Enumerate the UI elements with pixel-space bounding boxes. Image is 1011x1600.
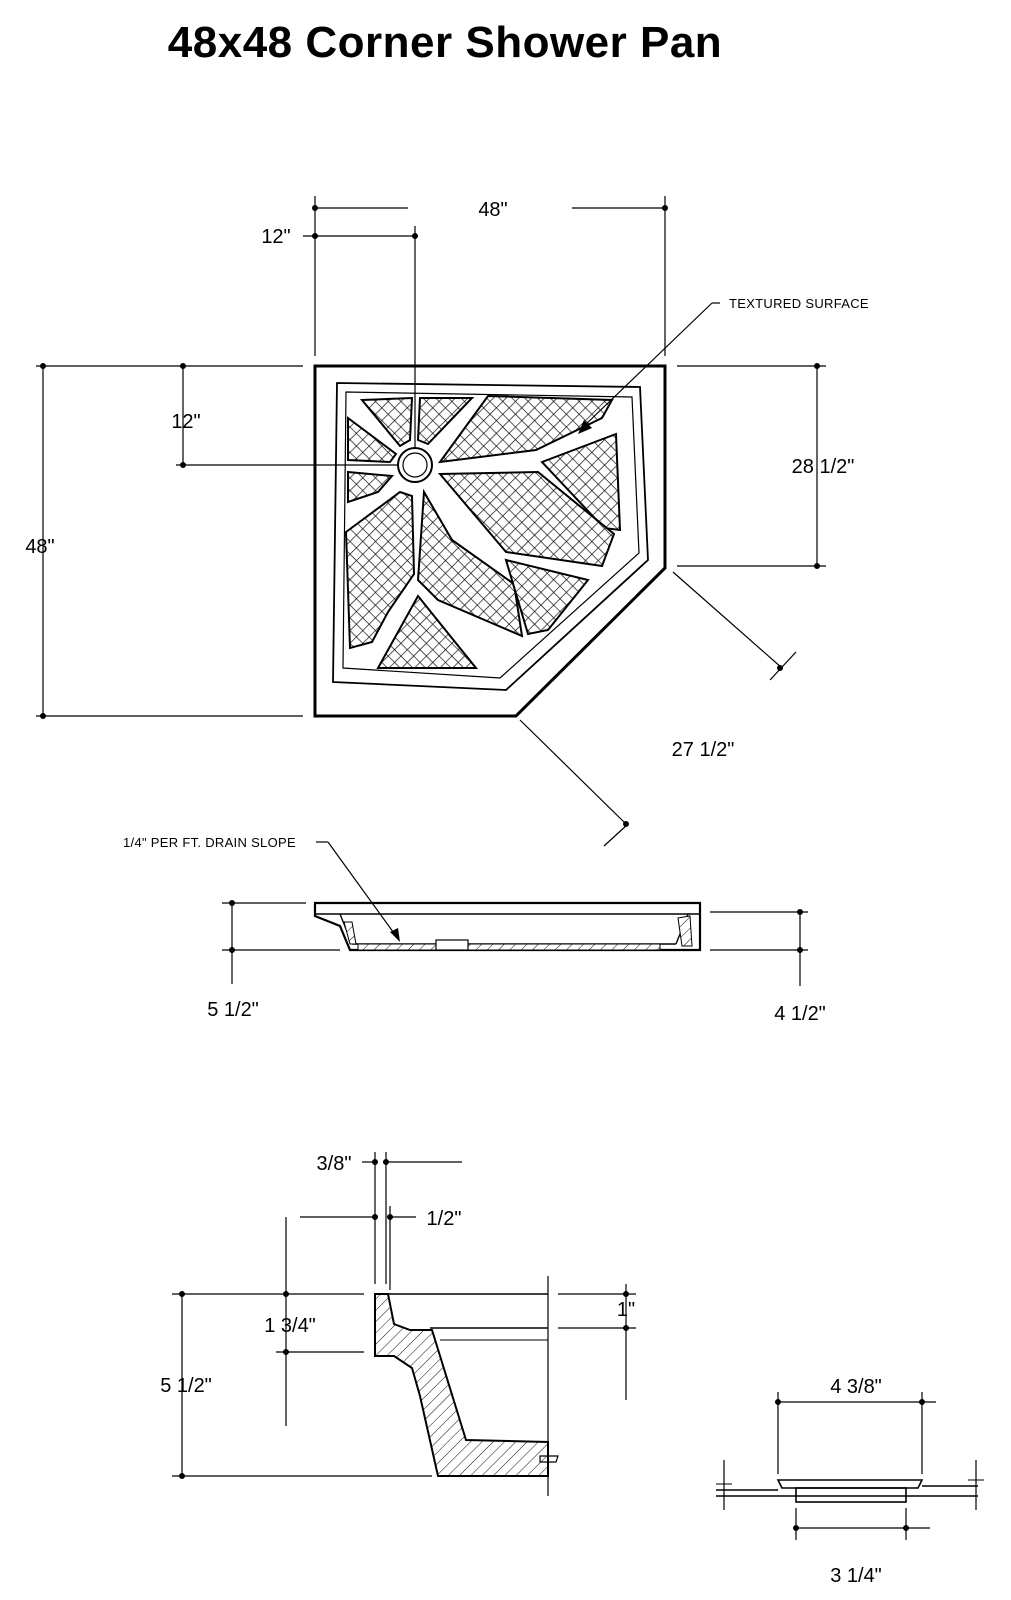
- texture-panel: [347, 416, 398, 464]
- dim-wall-inner: 1/2": [427, 1208, 462, 1230]
- texture-panel: [437, 394, 614, 464]
- dim-drain-from-top: 12": [171, 411, 200, 433]
- dim-rim-height: 1": [617, 1299, 635, 1321]
- callout-textured-surface: TEXTURED SURFACE: [729, 296, 869, 311]
- dim-section-right-height: 4 1/2": [774, 1003, 826, 1025]
- dim-diagonal: 27 1/2": [672, 739, 735, 761]
- texture-panel: [540, 432, 622, 532]
- texture-panel: [344, 490, 416, 650]
- section-view: [222, 841, 808, 986]
- texture-panel: [416, 488, 524, 638]
- dim-overall-width: 48": [478, 199, 507, 221]
- texture-panel: [359, 396, 414, 448]
- pan-basin-edge: [342, 391, 640, 679]
- texture-panel: [376, 594, 479, 669]
- dim-step-depth: 1 3/4": [264, 1315, 316, 1337]
- pan-inner-lip: [332, 382, 649, 691]
- dim-total-height: 5 1/2": [160, 1375, 212, 1397]
- drain-flange: [776, 1479, 924, 1489]
- texture-panel: [504, 558, 590, 636]
- plan-view: [36, 196, 826, 847]
- page-title: 48x48 Corner Shower Pan: [167, 18, 723, 67]
- dim-section-left-height: 5 1/2": [207, 999, 259, 1021]
- dim-drain-from-left: 12": [261, 226, 290, 248]
- dim-drain-body: 3 1/4": [830, 1565, 882, 1587]
- section-profile: [313, 901, 702, 952]
- texture-panel: [347, 470, 395, 504]
- dim-drain-flange: 4 3/8": [830, 1376, 882, 1398]
- texture-panel: [416, 397, 475, 446]
- wall-detail-section: [374, 1293, 549, 1477]
- drain-body: [795, 1487, 907, 1503]
- dim-right-side: 28 1/2": [792, 456, 855, 478]
- textured-panels: [344, 394, 622, 669]
- callout-drain-slope: 1/4" PER FT. DRAIN SLOPE: [123, 835, 296, 850]
- dim-wall-top: 3/8": [317, 1153, 352, 1175]
- texture-panel: [437, 470, 616, 568]
- pan-outline: [313, 364, 667, 718]
- drain-detail: [716, 1392, 984, 1540]
- wall-detail: [172, 1152, 636, 1496]
- drain-hole: [402, 452, 428, 478]
- dim-overall-depth: 48": [25, 536, 54, 558]
